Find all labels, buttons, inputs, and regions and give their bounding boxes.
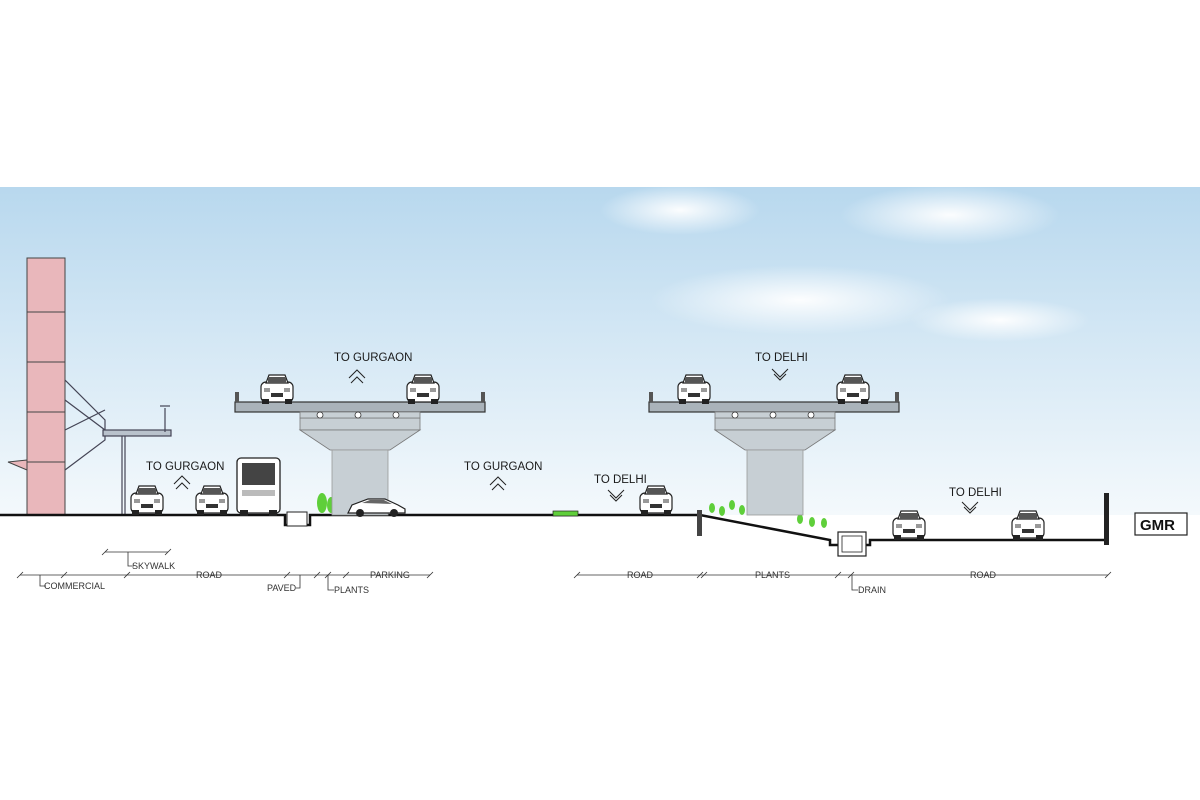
zone-label-plants: PLANTS <box>334 585 369 595</box>
skywalk-structure <box>64 379 172 515</box>
zone-label-road: ROAD <box>970 570 997 580</box>
chevron-down-icon <box>771 368 789 381</box>
zone-label-road: ROAD <box>196 570 223 580</box>
chevron-down-icon <box>961 501 979 514</box>
chevron-down-icon <box>607 489 625 502</box>
direction-label: TO DELHI <box>594 474 647 486</box>
zone-label-drain: DRAIN <box>858 585 886 595</box>
direction-label: TO GURGAON <box>464 461 542 473</box>
direction-label: TO DELHI <box>755 352 808 364</box>
direction-road-middle: TO GURGAON <box>464 461 542 491</box>
chevron-up-icon <box>489 476 507 491</box>
bus-icon <box>236 457 281 516</box>
ground-profile <box>0 493 1109 557</box>
zone-label-skywalk: SKYWALK <box>132 561 175 571</box>
flyover-right <box>648 392 900 516</box>
direction-road-left: TO GURGAON <box>146 461 224 490</box>
direction-label: TO DELHI <box>949 487 1002 499</box>
car-icon <box>892 510 926 541</box>
direction-label: TO GURGAON <box>334 352 412 364</box>
direction-flyover-right: TO DELHI <box>755 352 808 381</box>
car-icon <box>1011 510 1045 541</box>
direction-road-delhi-mid: TO DELHI <box>594 474 647 502</box>
clouds <box>600 185 1090 342</box>
car-icon <box>347 498 406 517</box>
direction-flyover-left: TO GURGAON <box>334 352 412 384</box>
direction-label: TO GURGAON <box>146 461 224 473</box>
zone-label-commercial: COMMERCIAL <box>44 581 105 591</box>
plants <box>317 493 827 528</box>
zone-label-road: ROAD <box>627 570 654 580</box>
dimension-lines <box>16 548 1112 591</box>
zone-label-plants: PLANTS <box>755 570 790 580</box>
zone-label-paved: PAVED <box>267 583 297 593</box>
direction-road-delhi-right: TO DELHI <box>949 487 1002 514</box>
flyover-left <box>234 392 486 516</box>
zone-label-parking: PARKING <box>370 570 410 580</box>
gmr-logo: GMR <box>1134 512 1188 536</box>
chevron-up-icon <box>348 369 366 384</box>
logo-text: GMR <box>1140 517 1175 534</box>
chevron-up-icon <box>173 475 191 490</box>
